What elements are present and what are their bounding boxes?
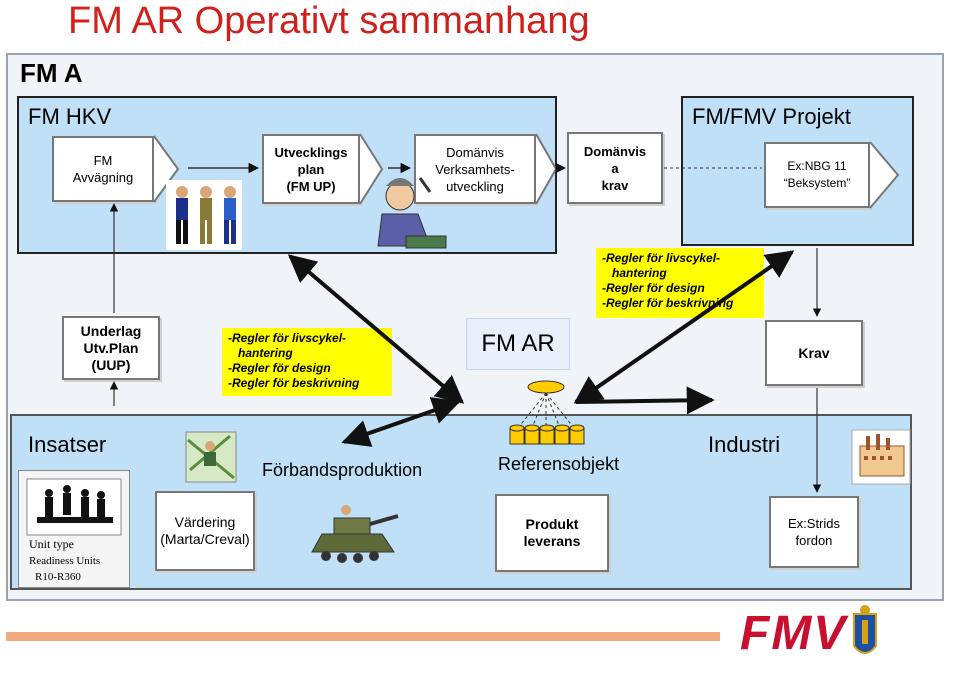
rule-hantering: hantering: [228, 346, 293, 360]
rule-lifecycle-2: -Regler för livscykel-: [602, 251, 721, 265]
chain-label-krav: Domänvis a krav: [583, 143, 647, 193]
krav-box[interactable]: Krav: [765, 320, 863, 386]
rule-design-2: -Regler för design: [602, 281, 705, 295]
hkv-label: FM HKV: [28, 104, 112, 129]
fmv-logo: FMV: [740, 607, 848, 660]
chain-box-utvecklingsplan[interactable]: Utvecklings plan (FM UP): [262, 134, 360, 204]
rule-beskrivning-2: -Regler för beskrivning: [602, 296, 734, 310]
chain-label-verksamhetsutveckling: Domänvis Verksamhets- utveckling: [435, 144, 515, 194]
rule-design: -Regler för design: [228, 361, 331, 375]
fm-a-label: FM A: [20, 58, 83, 88]
referensobjekt-label: Referensobjekt: [498, 454, 620, 474]
readiness-range-text: R10-R360: [35, 571, 81, 583]
rule-beskrivning: -Regler för beskrivning: [228, 376, 360, 390]
industri-label: Industri: [708, 432, 781, 457]
rules-box-left: -Regler för livscykel- hantering -Regler…: [222, 328, 392, 396]
underlag-box[interactable]: Underlag Utv.Plan (UUP): [62, 316, 160, 380]
readiness-units-text: Readiness Units: [29, 555, 101, 567]
forband-label: Förbandsproduktion: [262, 460, 423, 480]
chain-label-utvecklingsplan: Utvecklings plan (FM UP): [274, 144, 348, 194]
projekt-label: FM/FMV Projekt: [692, 104, 851, 129]
varding-label: Värdering (Marta/Creval): [160, 514, 250, 547]
page-title: FM AR Operativt sammanhang: [68, 0, 590, 42]
strids-box[interactable]: Ex:Strids fordon: [769, 496, 859, 568]
unit-type-image: Unit type Readiness Units R10-R360: [18, 470, 130, 588]
footer-bar: [6, 632, 720, 641]
produkt-box[interactable]: Produkt leverans: [495, 494, 609, 572]
chain-box-krav[interactable]: Domänvis a krav: [567, 132, 663, 204]
projekt-item-box[interactable]: Ex:NBG 11 “Beksystem”: [764, 142, 870, 208]
varding-box[interactable]: Värdering (Marta/Creval): [155, 491, 255, 571]
fm-ar-label: FM AR: [481, 330, 555, 357]
chain-label-avvagning: FM Avvägning: [72, 153, 134, 185]
produkt-label: Produkt leverans: [523, 516, 581, 549]
strids-label: Ex:Strids fordon: [787, 516, 840, 548]
chain-box-avvagning[interactable]: FM Avvägning: [52, 136, 154, 202]
insatser-label: Insatser: [28, 432, 107, 457]
chain-box-verksamhetsutveckling[interactable]: Domänvis Verksamhets- utveckling: [414, 134, 536, 204]
rules-box-right: -Regler för livscykel- hantering -Regler…: [596, 248, 764, 318]
projekt-item-label: Ex:NBG 11 “Beksystem”: [783, 159, 851, 190]
unit-type-text: Unit type: [29, 537, 74, 551]
underlag-label: Underlag Utv.Plan (UUP): [80, 322, 142, 373]
crest-icon: [853, 605, 877, 654]
soldiers-silhouette-icon: [26, 478, 122, 536]
rule-lifecycle: -Regler för livscykel-: [228, 331, 347, 345]
fm-ar-node[interactable]: FM AR: [466, 318, 570, 370]
krav-label: Krav: [798, 344, 830, 361]
rule-hantering-2: hantering: [602, 266, 667, 280]
